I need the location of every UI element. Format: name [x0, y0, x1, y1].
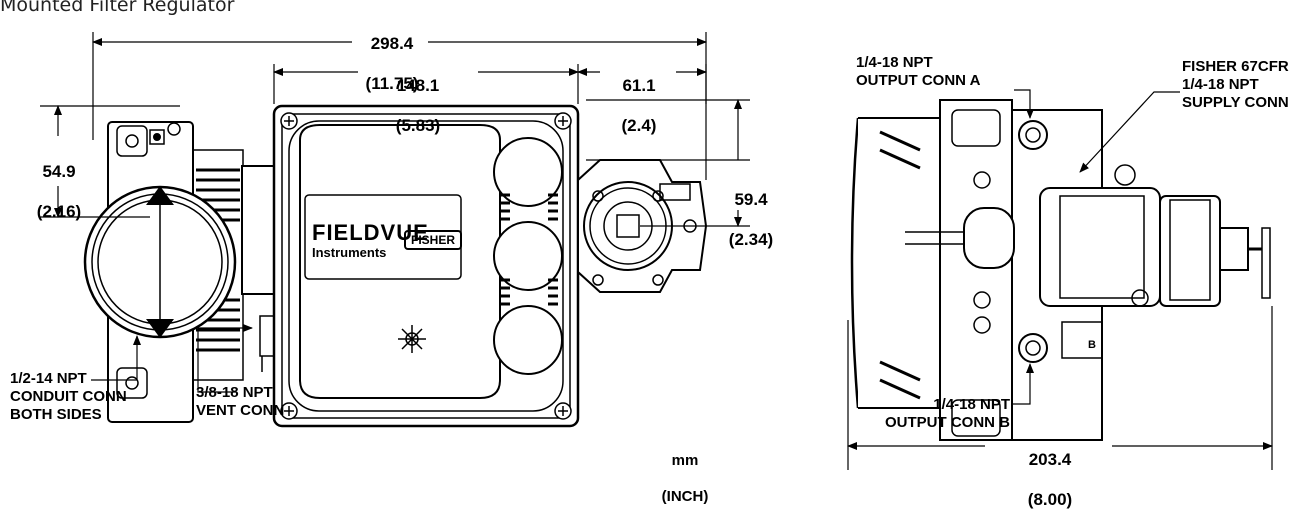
side-dimensions [847, 89, 1273, 470]
depth-inch: (8.00) [1027, 490, 1073, 509]
hazard-symbol-icon [398, 325, 426, 353]
output-conn-b-label: 1/4-18 NPT OUTPUT CONN B [885, 396, 1010, 431]
left-height-inch: (2.16) [36, 202, 82, 221]
overall-width-dimension: 298.4 (11.75) [356, 14, 428, 114]
body-width-dimension: 148.1 (5.83) [360, 56, 476, 156]
conduit-conn-label: 1/2-14 NPT CONDUIT CONN BOTH SIDES [10, 370, 127, 423]
figure-title: Mounted Filter Regulator [0, 0, 235, 16]
right-height-mm: 59.4 [734, 190, 768, 209]
front-dimensions [40, 32, 750, 393]
depth-dimension: 203.4 (8.00) [1000, 430, 1100, 530]
right-height-dimension: 59.4 (2.34) [716, 170, 786, 270]
front-view [83, 104, 708, 428]
regulator-width-dimension: 61.1 (2.4) [604, 56, 674, 156]
units-secondary: (INCH) [661, 488, 709, 505]
main-housing [272, 104, 580, 428]
units-primary: mm [671, 452, 699, 469]
regulator-width-mm: 61.1 [622, 76, 656, 95]
drawing-canvas: B [40, 32, 1273, 470]
overall-width-mm: 298.4 [370, 34, 414, 53]
port-b-mark: B [1088, 339, 1096, 351]
body-width-mm: 148.1 [396, 76, 440, 95]
units-label: mm (INCH) [646, 434, 724, 524]
output-conn-a-label: 1/4-18 NPT OUTPUT CONN A [856, 54, 981, 89]
brand-fisher-badge: FISHER [404, 230, 463, 250]
brand-fieldvue: FIELDVUE [312, 220, 429, 245]
regulator-width-inch: (2.4) [621, 116, 657, 135]
right-height-inch: (2.34) [728, 230, 774, 249]
brand-instruments: Instruments [312, 245, 387, 260]
conduit-housing [83, 121, 244, 423]
vent-conn-label: 3/8-18 NPT VENT CONN [196, 384, 285, 419]
overall-width-inch: (11.75) [365, 74, 419, 93]
left-height-dimension: 54.9 (2.16) [24, 142, 94, 242]
supply-conn-label: FISHER 67CFR 1/4-18 NPT SUPPLY CONN [1182, 58, 1289, 111]
body-width-inch: (5.83) [395, 116, 441, 135]
left-height-mm: 54.9 [42, 162, 76, 181]
depth-mm: 203.4 [1028, 450, 1072, 469]
side-view [850, 99, 1271, 441]
